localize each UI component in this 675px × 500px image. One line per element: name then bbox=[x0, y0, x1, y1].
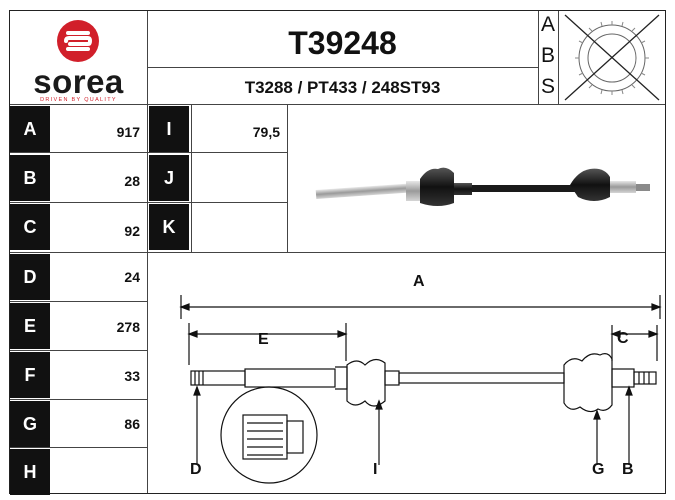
spec-label-b: B bbox=[10, 155, 50, 201]
dimension-label-g: G bbox=[592, 461, 605, 478]
row-divider bbox=[10, 252, 147, 253]
spec-label-f: F bbox=[10, 352, 50, 398]
dimension-drawing bbox=[179, 295, 662, 484]
dimension-label-e: E bbox=[258, 331, 269, 348]
dimension-label-b: B bbox=[622, 461, 634, 478]
spec-label-k: K bbox=[149, 204, 189, 250]
spec-label-j: J bbox=[149, 155, 189, 201]
row-divider bbox=[10, 350, 147, 351]
abs-letter-a: A bbox=[540, 13, 555, 36]
abs-letter-b: B bbox=[540, 44, 555, 67]
spec-value-e: 278 bbox=[116, 319, 140, 335]
extra-column-divider bbox=[191, 104, 192, 252]
spec-value-a: 917 bbox=[116, 124, 140, 140]
spec-label-c: C bbox=[10, 204, 50, 250]
abs-letter-s: S bbox=[540, 75, 555, 98]
sorea-emblem-icon bbox=[57, 20, 99, 62]
dimension-label-d: D bbox=[190, 461, 202, 478]
spec-label-i: I bbox=[149, 106, 189, 152]
spec-value-g: 86 bbox=[124, 416, 140, 432]
header-inner-divider bbox=[147, 67, 538, 68]
row-divider bbox=[10, 399, 147, 400]
cross-references: T3288 / PT433 / 248ST93 bbox=[244, 78, 441, 97]
row-divider bbox=[10, 447, 147, 448]
dimension-label-a: A bbox=[413, 273, 425, 290]
abs-column-divider bbox=[538, 11, 539, 104]
row-divider bbox=[147, 202, 287, 203]
brand-name: sorea bbox=[33, 63, 124, 100]
diagram-divider bbox=[147, 252, 665, 253]
brand-logo: sorea DRIVEN BY QUALITY bbox=[10, 11, 147, 104]
dimension-label-c: C bbox=[617, 330, 629, 347]
abs-icon-divider bbox=[558, 11, 559, 104]
spec-label-a: A bbox=[10, 106, 50, 152]
drive-shaft-photo bbox=[315, 167, 650, 206]
header-divider bbox=[10, 104, 665, 105]
dimension-label-i: I bbox=[373, 461, 378, 478]
row-divider bbox=[10, 202, 147, 203]
row-divider bbox=[147, 152, 287, 153]
spec-value-f: 33 bbox=[124, 368, 140, 384]
product-sheet: sorea DRIVEN BY QUALITY T39248 T3288 / P… bbox=[9, 10, 666, 495]
spec-value-d: 24 bbox=[124, 269, 140, 285]
brand-tagline: DRIVEN BY QUALITY bbox=[40, 97, 117, 103]
row-divider bbox=[10, 152, 147, 153]
extra-value-divider bbox=[287, 104, 288, 252]
part-number: T39248 bbox=[288, 25, 397, 61]
spec-label-e: E bbox=[10, 303, 50, 349]
spec-label-g: G bbox=[10, 401, 50, 447]
spec-value-c: 92 bbox=[124, 223, 140, 239]
abs-ring-crossed-icon bbox=[564, 14, 660, 101]
spec-value-i: 79,5 bbox=[252, 124, 280, 140]
row-divider bbox=[10, 301, 147, 302]
spec-label-d: D bbox=[10, 254, 50, 300]
spec-label-h: H bbox=[10, 449, 50, 495]
spec-value-b: 28 bbox=[124, 173, 140, 189]
